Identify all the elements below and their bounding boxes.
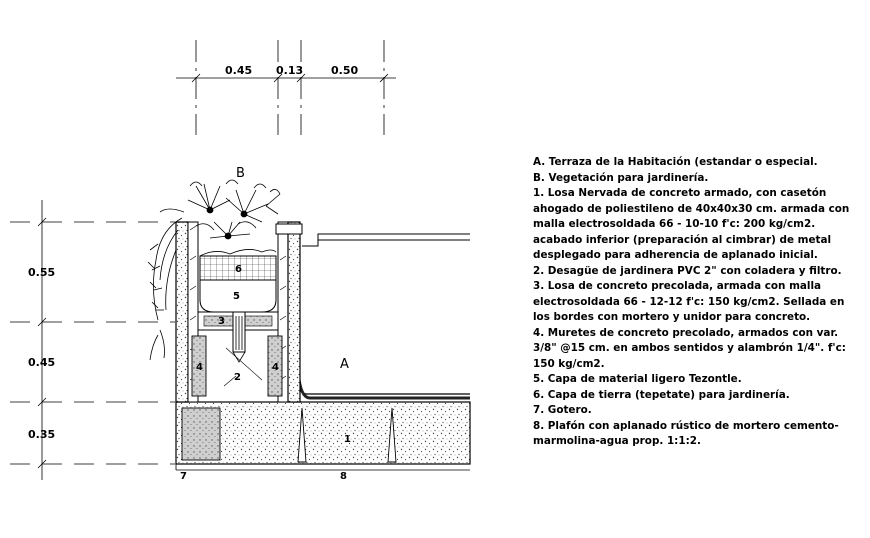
note-3: 3. Losa de concreto precolada, armada co… [533, 280, 845, 323]
note-8: 8. Plafón con aplanado rústico de morter… [533, 419, 839, 448]
dimension-top-1: 0.45 [225, 64, 252, 77]
parapet [302, 233, 470, 247]
reference-lines [195, 40, 385, 135]
dimension-top-2: 0.13 [276, 64, 303, 77]
label-7: 7 [180, 471, 187, 482]
note-7: 7. Gotero. [533, 404, 592, 416]
label-1: 1 [344, 434, 351, 445]
dimension-top-3: 0.50 [331, 64, 358, 77]
notes-list: A. Terraza de la Habitación (estandar o … [533, 155, 863, 450]
note-6: 6. Capa de tierra (tepetate) para jardin… [533, 388, 790, 401]
terrace-floor [293, 369, 470, 400]
main-slab [175, 401, 471, 471]
label-3: 3 [218, 316, 225, 327]
label-6: 6 [235, 264, 242, 275]
dimension-left-3: 0.35 [28, 428, 55, 441]
note-4: 4. Muretes de concreto precolado, armado… [533, 326, 846, 370]
label-b: B [236, 166, 245, 181]
label-8: 8 [340, 471, 347, 482]
note-5: 5. Capa de material ligero Tezontle. [533, 373, 742, 385]
vegetation [147, 179, 281, 361]
label-2: 2 [234, 372, 241, 383]
dimension-left-1: 0.55 [28, 266, 55, 279]
label-a: A [340, 357, 349, 372]
note-a: A. Terraza de la Habitación (estandar o … [533, 156, 818, 168]
label-4-left: 4 [196, 362, 203, 373]
leader-line [223, 375, 237, 387]
top-dimension-line [176, 73, 396, 83]
section-drawing: 0.45 0.13 0.50 0.55 0.45 0.35 [10, 40, 471, 482]
note-2: 2. Desagüe de jardinera PVC 2" con colad… [533, 264, 842, 277]
left-dimension-line [10, 200, 175, 480]
label-5: 5 [233, 291, 240, 302]
note-1: 1. Losa Nervada de concreto armado, con … [533, 187, 850, 261]
note-b: B. Vegetación para jardinería. [533, 171, 709, 184]
label-4-right: 4 [272, 362, 279, 373]
planter-box [175, 221, 303, 403]
dimension-left-2: 0.45 [28, 356, 55, 369]
